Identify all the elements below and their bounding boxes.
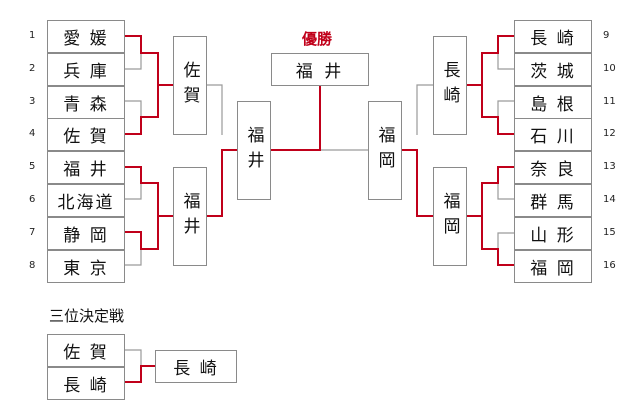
team-box: 愛 媛 (47, 20, 125, 53)
team-box: 長 崎 (514, 20, 592, 53)
round2-box-right-bottom: 福岡 (433, 167, 467, 266)
champion-box: 福 井 (271, 53, 369, 86)
round2-box-right-top: 長崎 (433, 36, 467, 135)
team-box: 奈 良 (514, 151, 592, 184)
third-place-winner-box: 長 崎 (155, 350, 237, 383)
team-box: 石 川 (514, 118, 592, 151)
seed-number: 16 (603, 260, 616, 271)
team-box: 島 根 (514, 86, 592, 119)
seed-number: 13 (603, 161, 616, 172)
seed-number: 4 (29, 128, 36, 139)
team-box: 福 井 (47, 151, 125, 184)
team-box: 北海道 (47, 184, 125, 217)
round2-box-left-top: 佐賀 (173, 36, 207, 135)
seed-number: 5 (29, 161, 36, 172)
team-box: 静 岡 (47, 217, 125, 250)
seed-number: 2 (29, 63, 36, 74)
team-box: 茨 城 (514, 53, 592, 86)
seed-number: 6 (29, 194, 36, 205)
team-box: 佐 賀 (47, 118, 125, 151)
team-box: 東 京 (47, 250, 125, 283)
seed-number: 7 (29, 227, 36, 238)
third-place-team-box: 長 崎 (47, 367, 125, 400)
seed-number: 3 (29, 96, 36, 107)
round2-box-left-bottom: 福井 (173, 167, 207, 266)
seed-number: 14 (603, 194, 616, 205)
third-place-team-box: 佐 賀 (47, 334, 125, 367)
semifinal-box-left: 福井 (237, 101, 271, 200)
seed-number: 10 (603, 63, 616, 74)
seed-number: 9 (603, 30, 610, 41)
semifinal-box-right: 福岡 (368, 101, 402, 200)
team-box: 群 馬 (514, 184, 592, 217)
seed-number: 15 (603, 227, 616, 238)
team-box: 山 形 (514, 217, 592, 250)
champion-label: 優勝 (302, 30, 333, 48)
seed-number: 1 (29, 30, 36, 41)
seed-number: 12 (603, 128, 616, 139)
team-box: 福 岡 (514, 250, 592, 283)
team-box: 青 森 (47, 86, 125, 119)
seed-number: 11 (603, 96, 616, 107)
team-box: 兵 庫 (47, 53, 125, 86)
seed-number: 8 (29, 260, 36, 271)
third-place-title: 三位決定戦 (49, 307, 125, 325)
